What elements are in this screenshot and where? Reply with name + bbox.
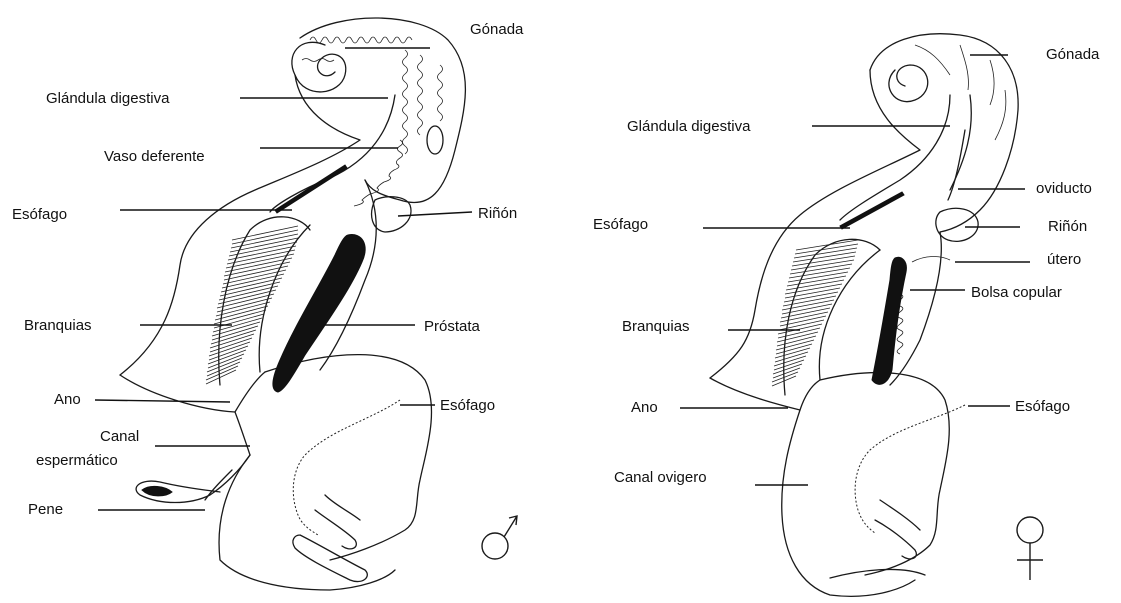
female-label-canal-ovigero: Canal ovigero (614, 469, 707, 486)
male-gonad-lobules (302, 37, 443, 154)
male-esophagus-upper (275, 165, 347, 213)
male-label-branquias: Branquias (24, 317, 92, 334)
female-label-branquias: Branquias (622, 318, 690, 335)
male-label-glandula-digestiva: Glándula digestiva (46, 90, 170, 107)
male-symbol-icon (482, 516, 517, 559)
male-esophagus-lower (293, 400, 400, 535)
male-diagram: Gónada Glándula digestiva Vaso deferente… (12, 18, 524, 590)
male-vas-deferens (354, 140, 403, 206)
male-label-rinon: Riñón (478, 205, 517, 222)
female-diagram: Gónada Glándula digestiva oviducto Esófa… (593, 34, 1100, 597)
female-label-bolsa-copular: Bolsa copular (971, 284, 1062, 301)
male-label-gonada: Gónada (470, 21, 524, 38)
female-bursa-copular (872, 257, 906, 384)
female-label-gonada: Gónada (1046, 46, 1100, 63)
male-label-esofago-lower: Esófago (440, 397, 495, 414)
female-label-esofago-lower: Esófago (1015, 398, 1070, 415)
male-label-ano: Ano (54, 391, 81, 408)
male-body-outline (120, 18, 465, 590)
female-label-rinon: Riñón (1048, 218, 1087, 235)
male-label-canal-line2: espermático (36, 452, 118, 469)
female-esophagus-lower (855, 405, 965, 533)
female-label-ano: Ano (631, 399, 658, 416)
female-gill-striations (772, 240, 858, 386)
male-label-prostata: Próstata (424, 318, 481, 335)
female-body-outline (710, 34, 1018, 597)
male-label-vaso-deferente: Vaso deferente (104, 148, 205, 165)
female-label-glandula-digestiva: Glándula digestiva (627, 118, 751, 135)
male-label-esofago-upper: Esófago (12, 206, 67, 223)
female-kidney (936, 208, 978, 241)
male-label-pene: Pene (28, 501, 63, 518)
male-label-canal-line1: Canal (100, 428, 139, 445)
male-penis-tip (142, 486, 172, 496)
female-label-esofago-upper: Esófago (593, 216, 648, 233)
female-uterus (912, 256, 950, 262)
female-label-utero: útero (1047, 251, 1081, 268)
female-symbol-icon (1017, 517, 1043, 580)
male-small-gland (427, 126, 443, 154)
female-label-oviducto: oviducto (1036, 180, 1092, 197)
